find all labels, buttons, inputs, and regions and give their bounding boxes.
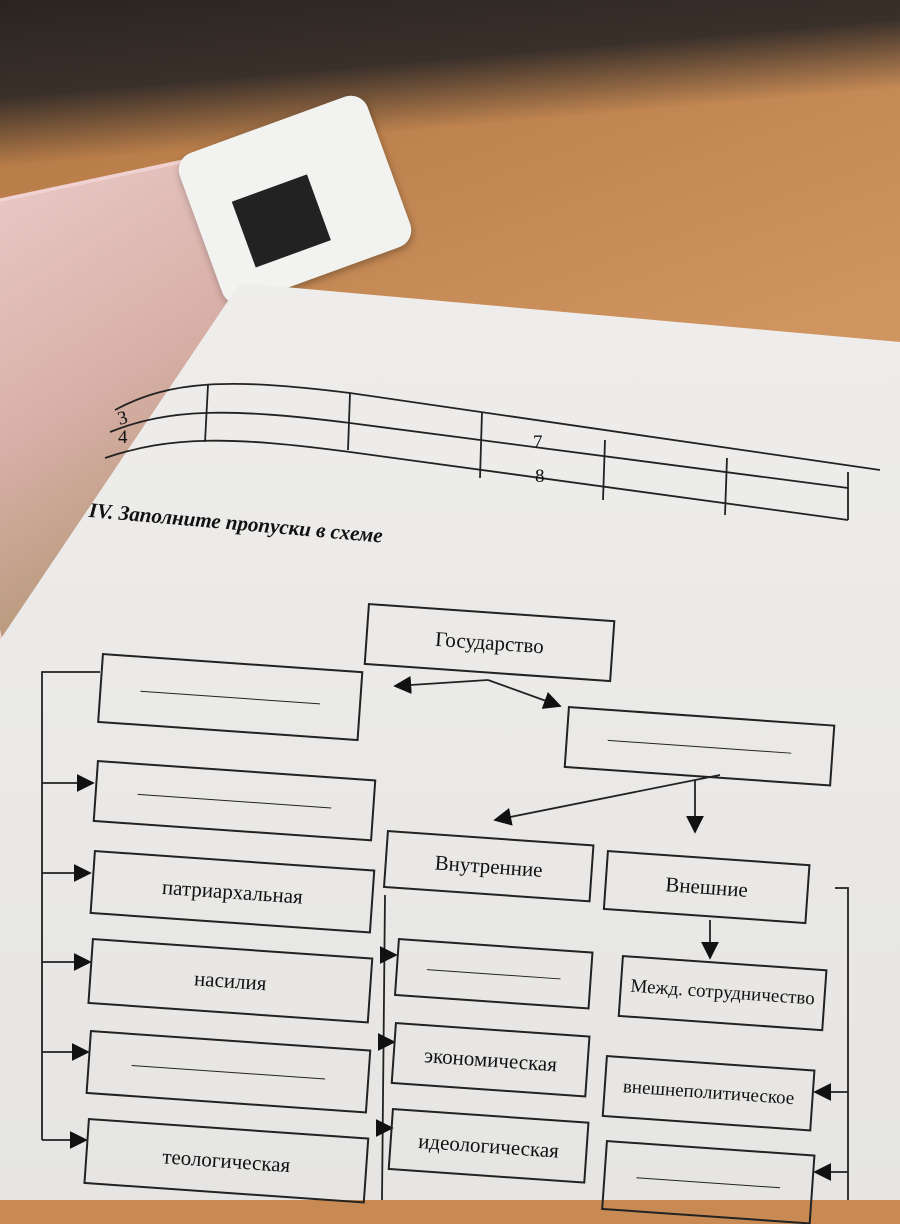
table-row-number: 4 [118, 427, 128, 448]
blank-line[interactable] [140, 690, 321, 704]
table-line [114, 382, 881, 471]
box-external-blank[interactable] [601, 1140, 816, 1224]
blank-line[interactable] [138, 793, 331, 808]
blank-line[interactable] [636, 1176, 781, 1188]
blank-line[interactable] [131, 1064, 326, 1080]
blank-line[interactable] [607, 739, 792, 754]
table-line [109, 411, 849, 489]
table-cell-number: 8 [535, 466, 545, 487]
blank-line[interactable] [426, 968, 561, 979]
table-line [104, 439, 849, 521]
table-cell-number: 7 [533, 432, 543, 453]
